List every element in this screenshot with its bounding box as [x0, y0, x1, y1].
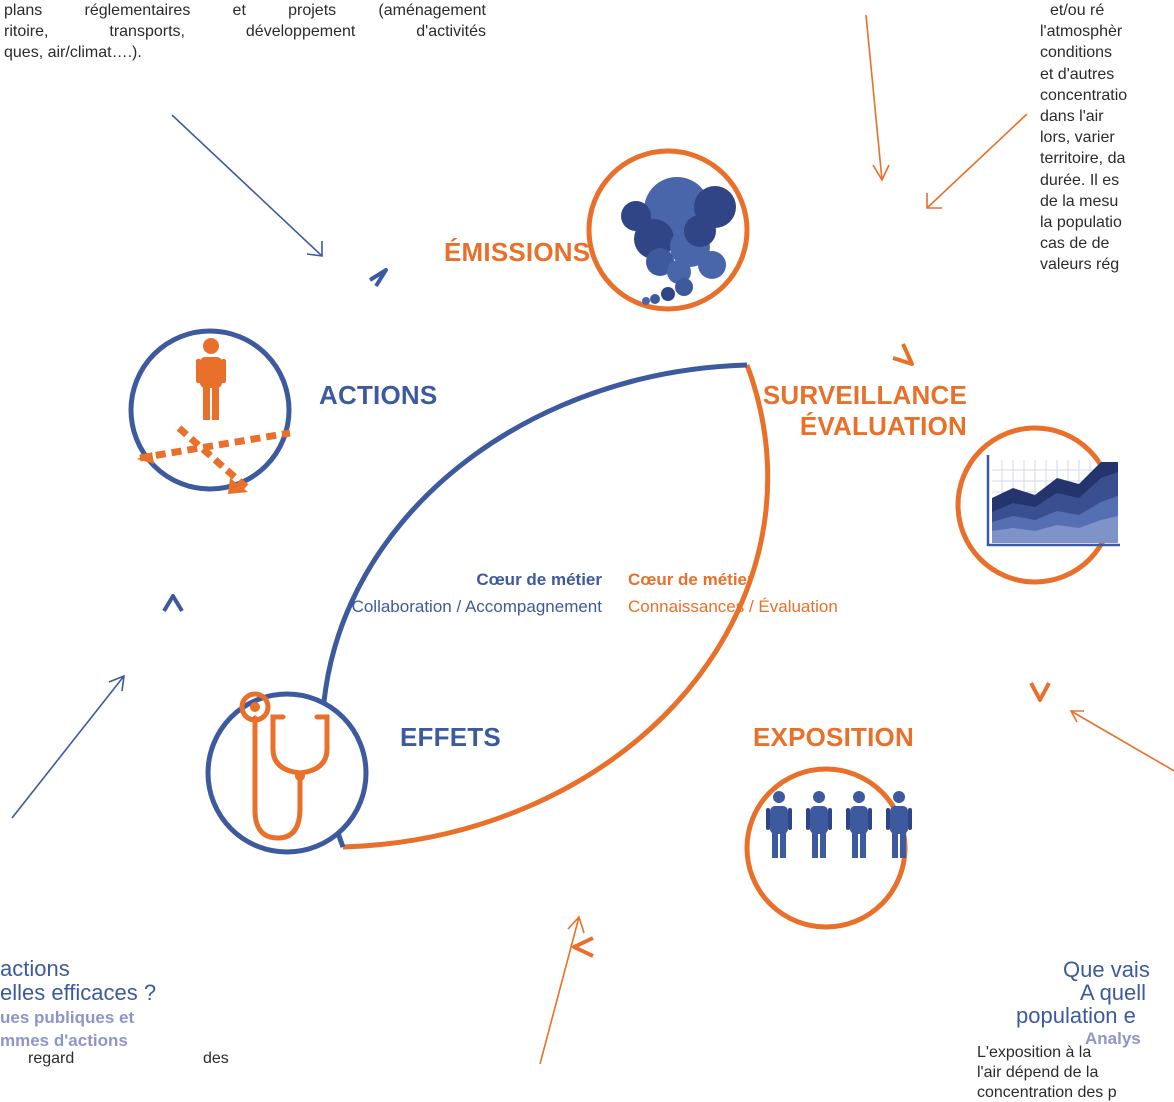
top-left-paragraph: plans réglementaires et projets (aménage…	[4, 0, 486, 63]
top-right-line-5: concentratio	[1040, 86, 1128, 104]
top-right-line-7: lors, varier	[1040, 129, 1115, 147]
top-right-line-4: et d'autres	[1040, 65, 1115, 83]
top-right-line-11: la populatio	[1040, 214, 1122, 232]
smoke-cloud-icon	[621, 177, 736, 305]
cycle-graphic	[11, 14, 1174, 1064]
bottom-right-sub: Analys	[1085, 1029, 1141, 1048]
bottom-right-body-line1: L'exposition à la	[977, 1044, 1092, 1061]
label-surveillance: SURVEILLANCE ÉVALUATION	[700, 380, 967, 442]
label-surveillance-line2: ÉVALUATION	[799, 411, 967, 441]
top-left-line-3: ques, air/climat….).	[4, 44, 142, 61]
center-left-subtitle: Collaboration / Accompagnement	[351, 597, 602, 616]
bottom-right-question-line1: Que vais	[1063, 957, 1150, 982]
bottom-left-sub-line1: ues publiques et	[0, 1008, 135, 1027]
top-right-line-9: durée. Il es	[1040, 171, 1120, 189]
center-left-block: Cœur de métier Collaboration / Accompagn…	[250, 566, 602, 620]
bottom-left-question-line1: actions	[0, 956, 70, 981]
bottom-right-question-line3: population e	[1016, 1003, 1136, 1028]
center-right-block: Cœur de métier Connaissances / Évaluatio…	[628, 566, 958, 620]
top-right-line-3: conditions	[1040, 44, 1113, 62]
pointer-arrow-bottom-left	[11, 674, 125, 819]
top-right-paragraph: et/ou ré l'atmosphèr conditions et d'aut…	[1040, 0, 1174, 276]
stage-circle-effets	[205, 691, 369, 855]
people-group-icon	[766, 791, 912, 858]
top-right-line-12: cas de de	[1040, 235, 1110, 253]
top-right-line-13: valeurs rég	[1040, 256, 1120, 274]
stethoscope-icon	[239, 691, 330, 841]
top-right-line-8: territoire, da	[1040, 150, 1126, 168]
pointer-arrow-top-right	[926, 113, 1028, 209]
cycle-arrowhead-top-right	[892, 343, 914, 366]
center-right-subtitle: Connaissances / Évaluation	[628, 597, 838, 616]
center-right-title: Cœur de métier	[628, 570, 754, 589]
top-right-line-10: de la mesu	[1040, 192, 1119, 210]
label-actions: ACTIONS	[319, 380, 438, 410]
bottom-left-sub-line2: mmes d'actions	[0, 1031, 128, 1050]
cycle-arrowhead-bottom	[572, 936, 594, 958]
pointer-arrow-bottom-right	[1069, 710, 1174, 772]
bottom-left-body-word2: des	[203, 1050, 229, 1067]
bottom-right-question-line2: A quell	[1080, 980, 1147, 1005]
center-left-title: Cœur de métier	[476, 570, 602, 589]
top-left-line-1: plans réglementaires et projets (aménage…	[4, 2, 486, 19]
label-exposition: EXPOSITION	[753, 722, 914, 752]
top-right-line-6: dans l'air	[1040, 108, 1104, 126]
person-crossroads-icon	[137, 338, 291, 494]
top-right-line-1: et/ou ré	[1050, 2, 1105, 19]
bottom-right-body-line2: l'air dépend de la	[977, 1064, 1099, 1081]
label-surveillance-line1: SURVEILLANCE	[762, 380, 967, 410]
cycle-arc-orange-right	[342, 364, 771, 850]
pointer-arrow-top-left	[171, 114, 323, 257]
pointer-arrow-bottom-center	[539, 915, 585, 1064]
pointer-arrow-top-center	[865, 14, 890, 182]
cycle-arrowhead-left	[162, 594, 184, 613]
top-left-line-2: ritoire, transports, développement d'act…	[4, 23, 486, 40]
top-right-line-2: l'atmosphèr	[1040, 23, 1123, 41]
bottom-right-body-line3: concentration des p	[977, 1084, 1117, 1101]
bottom-left-question-line2: elles efficaces ?	[0, 980, 157, 1005]
bottom-left-body-word1: regard	[28, 1050, 75, 1067]
label-effets: EFFETS	[400, 722, 501, 752]
area-chart-icon	[986, 455, 1120, 547]
cycle-arrowhead-right	[1029, 682, 1051, 702]
cycle-arrowhead-top-left	[368, 268, 388, 288]
label-emissions: ÉMISSIONS	[444, 237, 591, 267]
